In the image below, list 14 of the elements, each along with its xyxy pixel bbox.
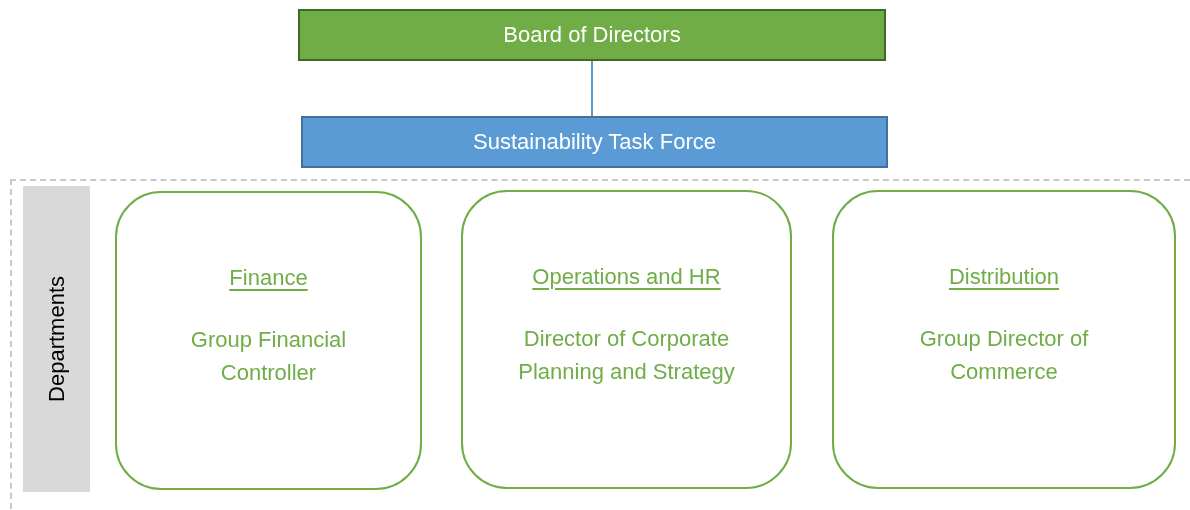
departments-group	[10, 179, 1190, 510]
department-box	[115, 191, 422, 490]
department-heading: Operations and HR	[532, 264, 721, 289]
role-title: Group Director of Commerce	[918, 325, 1090, 386]
department-heading: Distribution	[948, 264, 1059, 289]
connector-line	[591, 60, 593, 117]
department-box	[832, 190, 1176, 489]
board-box: Board of Directors	[298, 9, 886, 61]
section-label: Departments	[43, 276, 70, 402]
task-force-box: Sustainability Task Force	[301, 116, 888, 168]
role-title: Group Financial Controller	[189, 326, 348, 387]
department-heading: Finance	[229, 265, 308, 290]
department-box	[461, 190, 792, 489]
role-title: Director of Corporate Planning and Strategy	[517, 325, 736, 386]
